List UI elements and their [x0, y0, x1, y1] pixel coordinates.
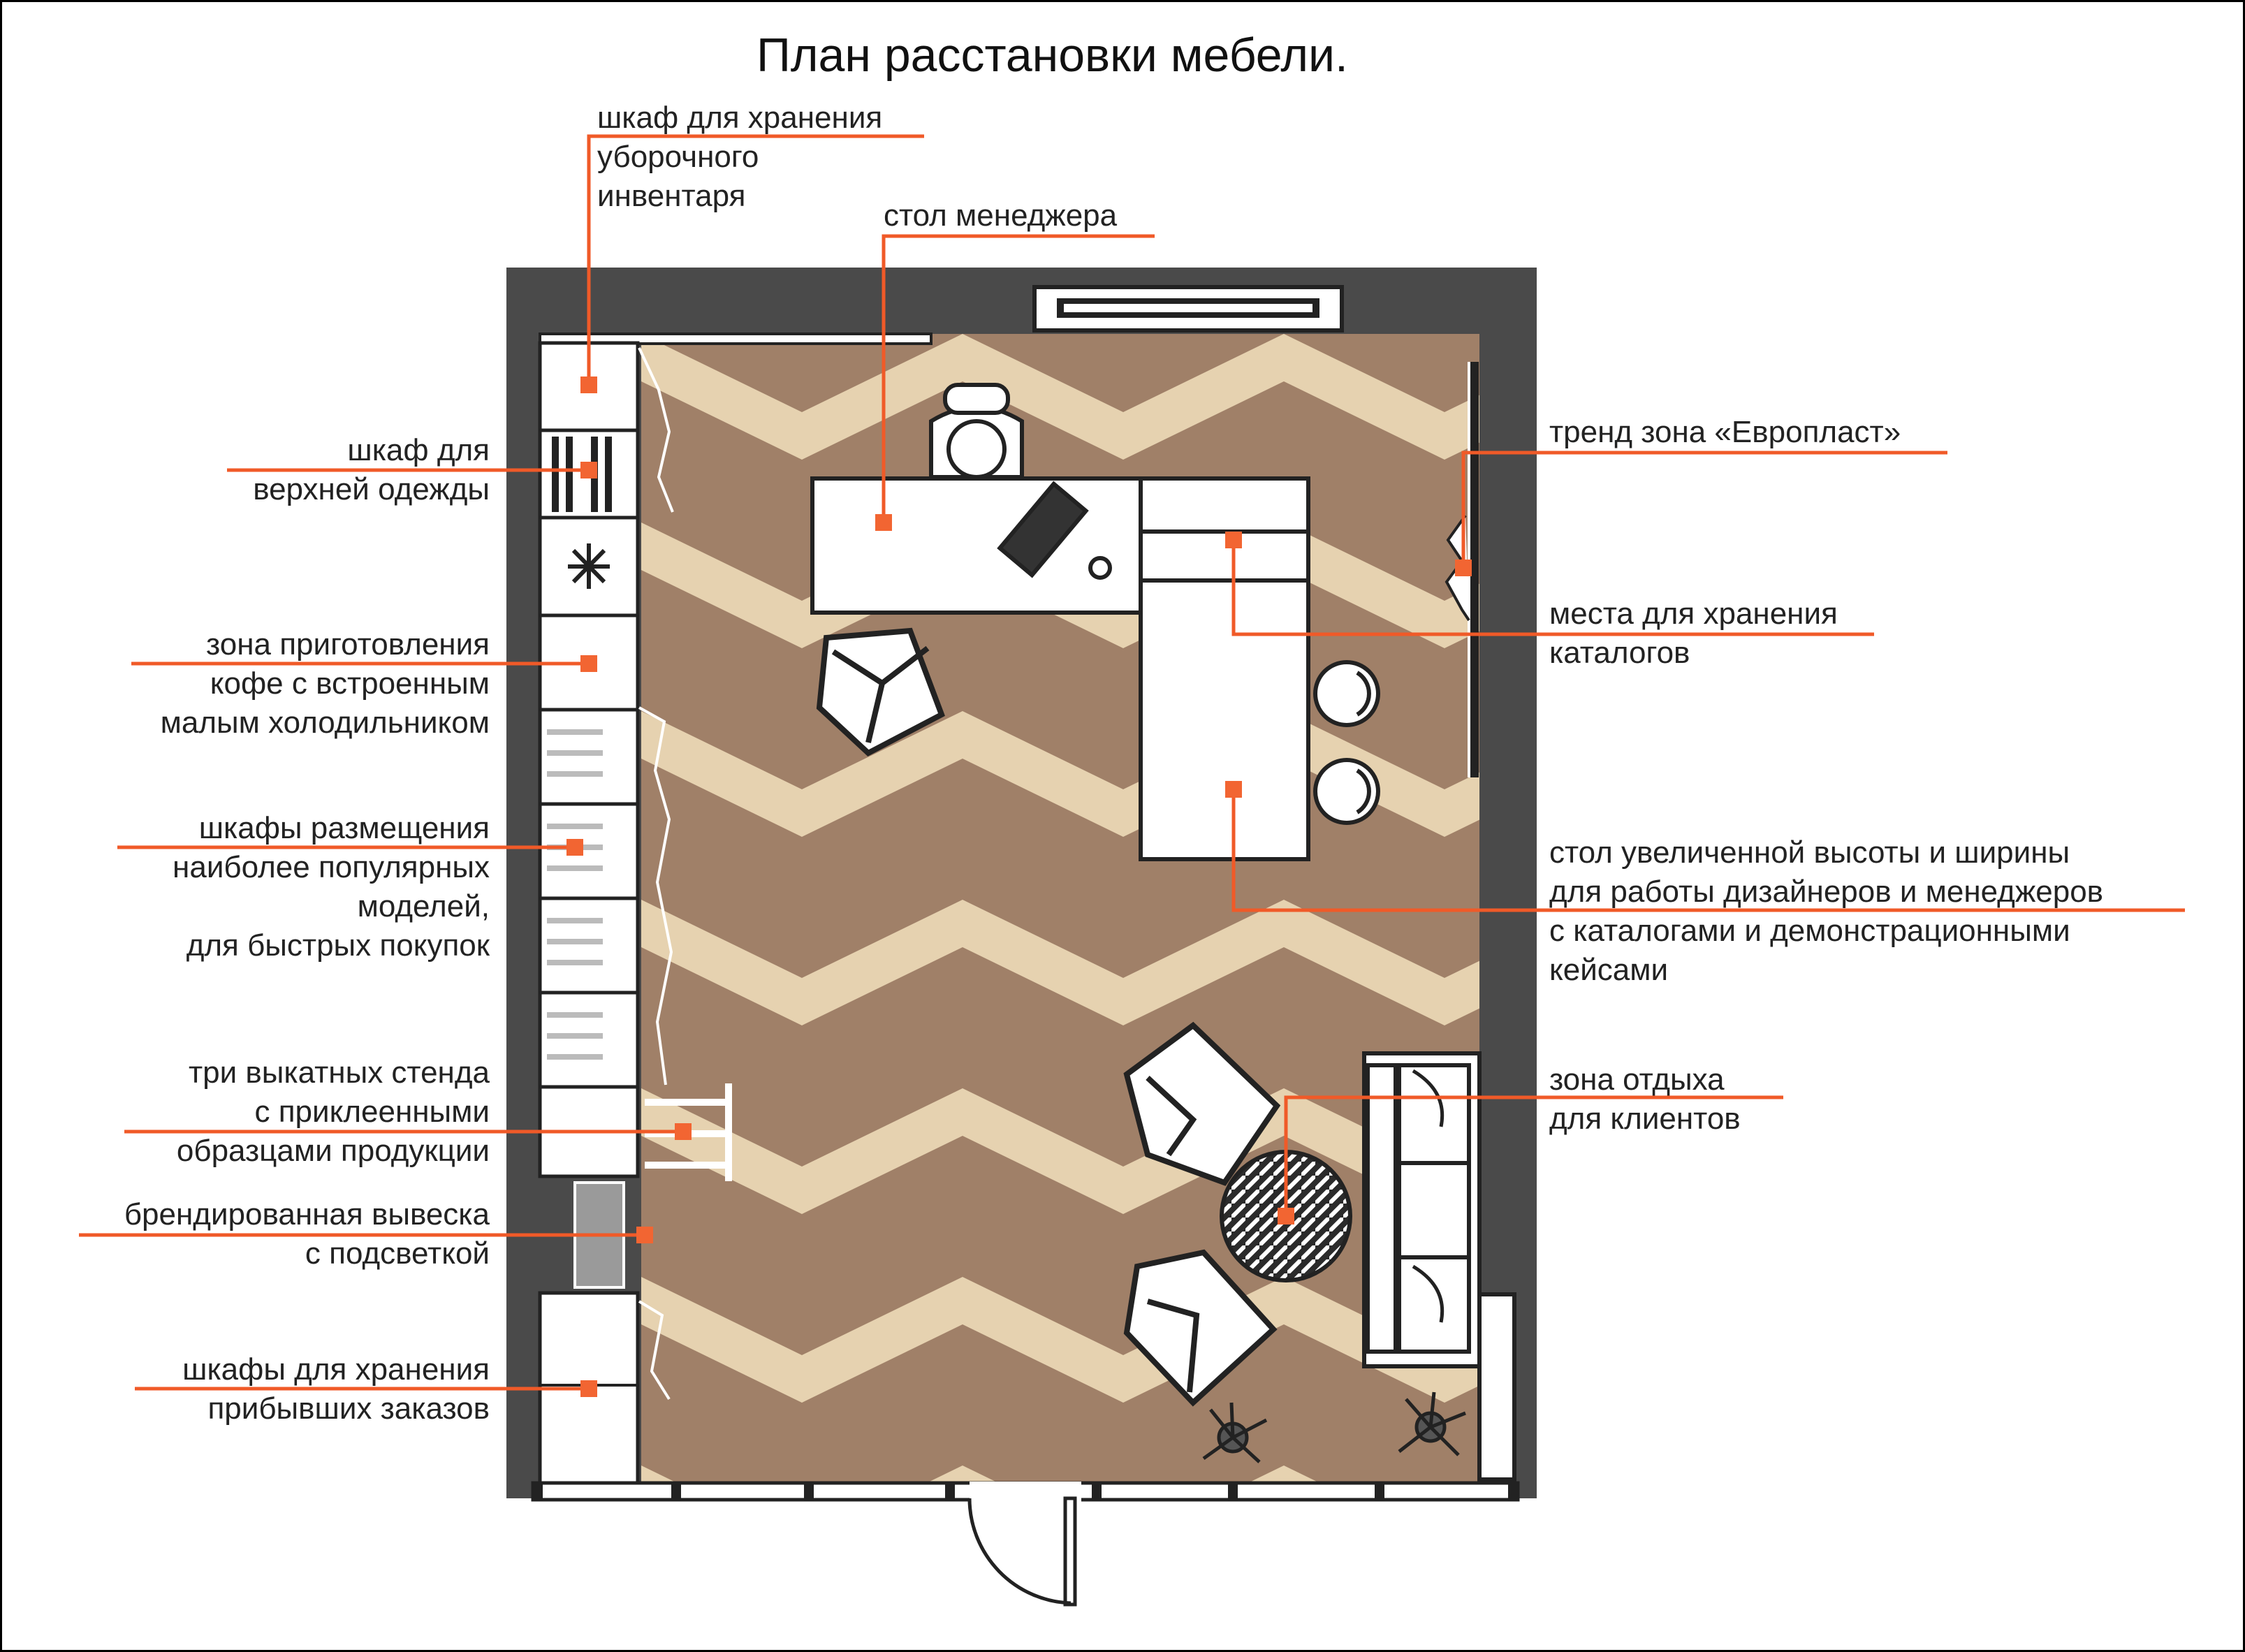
- manager-desk: [810, 476, 1143, 615]
- label-designer-table: стол увеличенной высоты и ширины для раб…: [1549, 835, 2104, 987]
- label-rolling-stands: три выкатных стенда с приклеенными образ…: [176, 1055, 490, 1168]
- entrance-door: [1063, 1496, 1077, 1607]
- label-catalog-storage: места для хранения каталогов: [1549, 597, 1838, 670]
- entrance-opening: [970, 1482, 1081, 1503]
- label-orders-cabinets: шкафы для хранения прибывших заказов: [182, 1352, 490, 1426]
- plant-2: [1398, 1391, 1466, 1456]
- lounge-armchair-1: [1123, 1021, 1281, 1186]
- popular-cabinet-2: [538, 802, 640, 900]
- markers: [566, 377, 1472, 1397]
- label-outerwear-cabinet: шкаф для верхней одежды: [253, 433, 490, 506]
- label-branded-sign: брендированная вывеска с подсветкой: [124, 1197, 490, 1271]
- door-swing: [967, 1498, 1072, 1605]
- lounge-side-unit: [1477, 1292, 1516, 1482]
- label-popular-cabinets: шкафы размещения наиболее популярных мод…: [173, 811, 490, 963]
- manager-chair: [929, 383, 1024, 479]
- label-cleaning-cabinet: шкаф для хранения уборочного инвентаря: [597, 101, 883, 213]
- bar-stools: [1313, 660, 1380, 825]
- popular-cabinet-1: [538, 708, 640, 806]
- label-coffee-zone: зона приготовления кофе с встроенным мал…: [160, 627, 490, 740]
- left-cabinets: [538, 341, 640, 1485]
- popular-cabinet-4: [538, 991, 640, 1089]
- leader-lines: [79, 134, 2185, 1391]
- popular-cabinet-3: [538, 896, 640, 995]
- lounge-armchair-2: [1123, 1249, 1278, 1407]
- label-manager-desk: стол менеджера: [884, 198, 1118, 233]
- plant-1: [1202, 1402, 1268, 1463]
- visitor-chair: [816, 627, 945, 756]
- label-client-lounge: зона отдыха для клиентов: [1549, 1062, 1741, 1136]
- label-trend-zone: тренд зона «Европласт»: [1549, 415, 1901, 449]
- page-title: План расстановки мебели.: [756, 29, 1348, 82]
- designer-table: [1139, 476, 1310, 861]
- lounge-sofa: [1362, 1051, 1482, 1368]
